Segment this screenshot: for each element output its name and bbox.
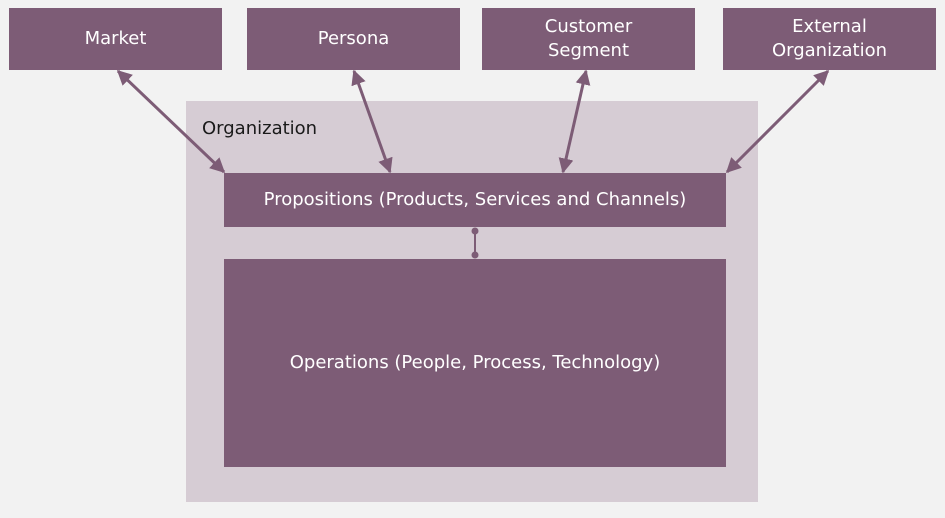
connector-dot-top [471,227,479,235]
external-organization-label: External Organization [772,15,887,63]
operations-label: Operations (People, Process, Technology) [289,352,661,373]
operations-box: Operations (People, Process, Technology) [224,259,726,467]
customer-segment-line2: Segment [548,40,629,61]
connector-dot-bottom [471,251,479,259]
customer-segment-label: Customer Segment [545,15,632,63]
persona-box: Persona [247,8,460,70]
arrow-market-propositions [116,69,226,174]
external-organization-line1: External [792,16,867,37]
customer-segment-line1: Customer [544,16,633,37]
customer-segment-box: Customer Segment [482,8,695,70]
organization-label: Organization [202,118,318,139]
market-box: Market [9,8,222,70]
external-organization-box: External Organization [723,8,936,70]
persona-label: Persona [317,28,390,49]
arrow-persona-propositions [351,69,393,174]
arrow-customer-segment-propositions [558,69,591,174]
market-label: Market [84,28,147,49]
propositions-label: Propositions (Products, Services and Cha… [263,189,687,210]
arrow-external-organization-propositions [725,69,830,174]
propositions-box: Propositions (Products, Services and Cha… [224,173,726,227]
external-organization-line2: Organization [771,40,888,61]
